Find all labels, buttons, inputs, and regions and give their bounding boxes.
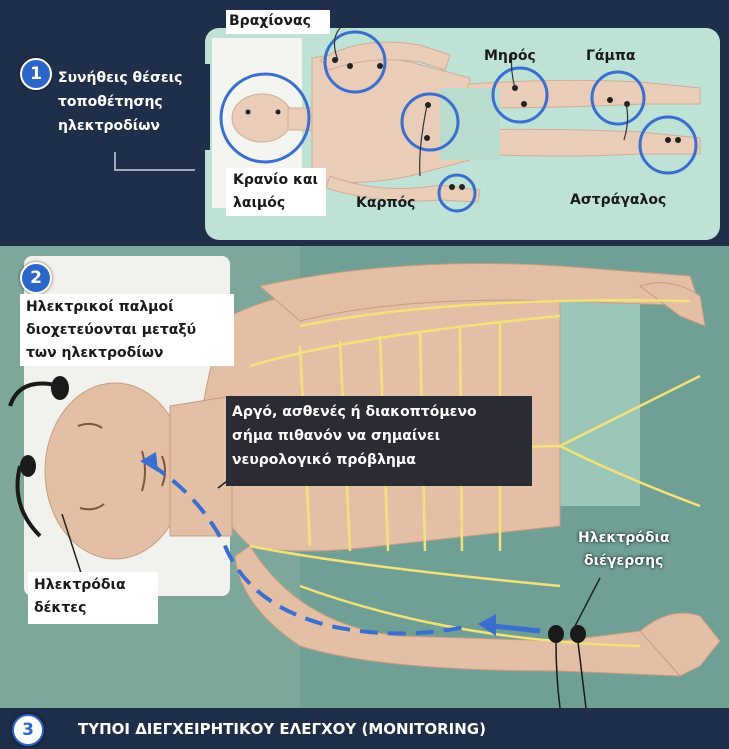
label-wrist: Καρπός xyxy=(356,193,415,214)
recv-line-1: Ηλεκτρόδια xyxy=(34,575,126,596)
stim-line-1: Ηλεκτρόδια xyxy=(578,528,670,549)
intro-line-3: ηλεκτροδίων xyxy=(58,116,160,137)
stim-electrode-1 xyxy=(548,625,564,643)
label-thigh: Μηρός xyxy=(484,46,536,67)
intro-line-1: Συνήθεις θέσεις xyxy=(58,68,182,89)
pulses-line-2: διοχετεύονται μεταξύ xyxy=(26,320,196,341)
pulses-line-3: των ηλεκτροδίων xyxy=(26,343,163,364)
drape xyxy=(560,286,640,506)
label-skull-2: λαιμός xyxy=(233,193,285,214)
label-knee: Γάμπα xyxy=(586,46,636,67)
step-badge-2: 2 xyxy=(20,262,52,294)
pulses-line-1: Ηλεκτρικοί παλμοί xyxy=(26,297,174,318)
step-badge-1: 1 xyxy=(20,58,52,90)
receiver-electrode-side xyxy=(20,455,36,477)
label-ankle: Αστράγαλος xyxy=(570,190,666,211)
stim-electrode-2 xyxy=(570,625,586,643)
drape xyxy=(440,88,500,160)
connector-line xyxy=(115,152,195,170)
warning-line-2: σήμα πιθανόν να σημαίνει xyxy=(232,426,440,447)
warning-line-3: νευρολογικό πρόβλημα xyxy=(232,450,416,471)
panel-nerve-conduction: 2 Ηλεκτρικοί παλμοί διοχετεύονται μεταξύ… xyxy=(0,246,729,708)
step-badge-3: 3 xyxy=(12,714,44,746)
intro-line-2: τοποθέτησης xyxy=(58,92,163,113)
receiver-electrode-top xyxy=(51,376,69,400)
label-skull-1: Κρανίο και xyxy=(233,170,318,191)
warning-line-1: Αργό, ασθενές ή διακοπτόμενο xyxy=(232,402,477,423)
stim-line-2: διέγερσης xyxy=(584,551,663,572)
panel-electrode-sites: 1 Συνήθεις θέσεις τοποθέτησης ηλεκτροδίω… xyxy=(0,0,729,246)
recv-line-2: δέκτες xyxy=(34,598,86,619)
panel-monitoring-types: 3 ΤΥΠΟΙ ΔΙΕΓΧΕΙΡΗΤΙΚΟΥ ΕΛΕΓΧΟΥ (MONITORI… xyxy=(0,708,729,749)
monitoring-title: ΤΥΠΟΙ ΔΙΕΓΧΕΙΡΗΤΙΚΟΥ ΕΛΕΓΧΟΥ (MONITORING… xyxy=(78,718,486,740)
label-arm: Βραχίονας xyxy=(229,11,311,32)
